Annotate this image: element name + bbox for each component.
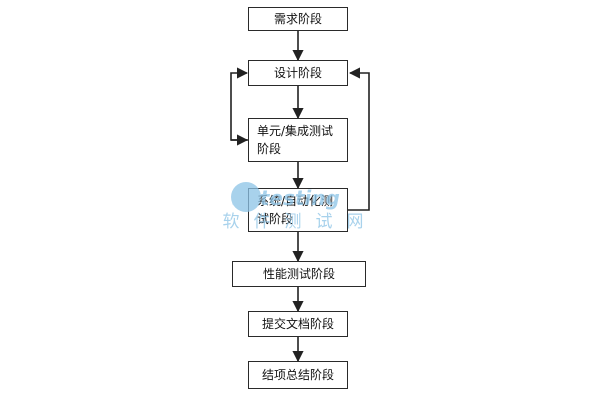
loop-design-unit-top [230,67,249,141]
node-closure: 结项总结阶段 [248,361,348,389]
node-performance-label: 性能测试阶段 [262,267,335,281]
node-design: 设计阶段 [248,60,348,86]
node-closure-label: 结项总结阶段 [261,368,334,382]
node-documentation: 提交文档阶段 [248,311,348,337]
node-requirements: 需求阶段 [248,7,348,31]
node-unit-integration-testing: 单元/集成测试 阶段 [248,118,348,162]
node-requirements-label: 需求阶段 [273,12,322,26]
node-performance-testing: 性能测试阶段 [232,261,366,287]
node-documentation-label: 提交文档阶段 [261,317,334,331]
node-system-automation-testing: 系统/自动化测 试阶段 [248,188,348,232]
node-system-automation-label: 系统/自动化测 试阶段 [257,194,334,226]
node-design-label: 设计阶段 [273,66,322,80]
loop-design-system [348,67,370,211]
node-unit-integration-label: 单元/集成测试 阶段 [257,124,334,156]
